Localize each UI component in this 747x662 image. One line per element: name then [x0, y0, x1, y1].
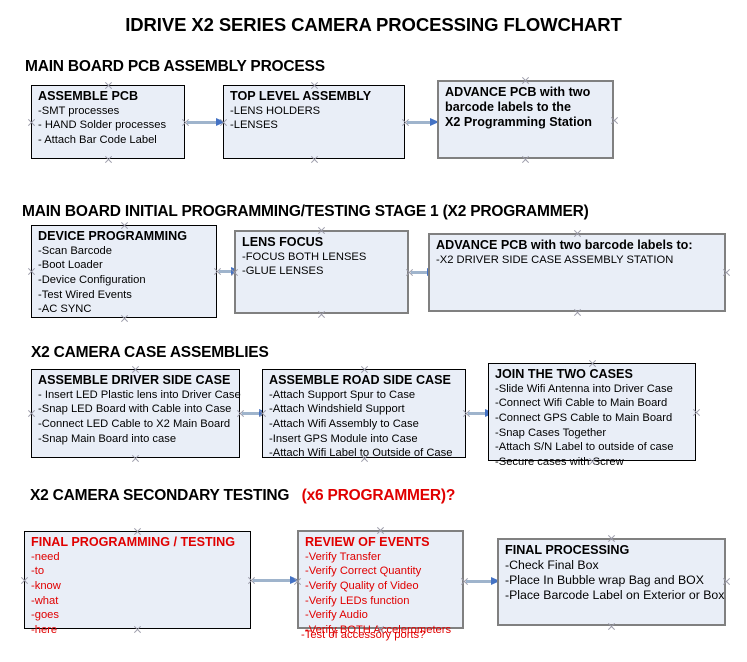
- node-assemble-pcb[interactable]: ASSEMBLE PCB -SMT processes - HAND Solde…: [31, 85, 185, 159]
- node-line: -Attach Wifi Label to Outside of Case: [269, 447, 453, 460]
- node-line: -Slide Wifi Antenna into Driver Case: [495, 382, 673, 395]
- section-heading-1-text: MAIN BOARD PCB ASSEMBLY PROCESS: [25, 58, 325, 75]
- node-line: X2 Programming Station: [445, 114, 592, 129]
- node-line: -Secure cases with Screw: [495, 455, 624, 468]
- node-title: TOP LEVEL ASSEMBLY: [230, 89, 372, 103]
- node-top-level-assembly[interactable]: TOP LEVEL ASSEMBLY -LENS HOLDERS -LENSES: [223, 85, 405, 159]
- node-line: -Boot Loader: [38, 259, 103, 272]
- node-line: -Snap Cases Together: [495, 426, 607, 439]
- node-line: -Insert GPS Module into Case: [269, 432, 418, 445]
- node-title: FINAL PROCESSING: [505, 543, 630, 557]
- node-line: -Snap LED Board with Cable into Case: [38, 403, 232, 416]
- node-join-the-two-cases[interactable]: JOIN THE TWO CASES -Slide Wifi Antenna i…: [488, 363, 696, 468]
- section-heading-4-text: X2 CAMERA SECONDARY TESTING: [30, 487, 290, 504]
- arrow-4-1: [253, 575, 299, 584]
- arrow-2-2: [411, 267, 436, 276]
- node-body: -FOCUS BOTH LENSES -GLUE LENSES: [242, 250, 402, 279]
- node-assemble-road-side-case[interactable]: ASSEMBLE ROAD SIDE CASE -Attach Support …: [262, 369, 466, 461]
- node-title: ASSEMBLE DRIVER SIDE CASE: [38, 373, 231, 387]
- node-line: -X2 DRIVER SIDE CASE ASSEMBLY STATION: [436, 253, 674, 266]
- node-line: -Attach Windshield Support: [269, 403, 405, 416]
- node-line: -Verify Audio: [305, 609, 368, 622]
- node-line: -Place Barcode Label on Exterior or Box: [505, 587, 725, 602]
- node-line: -Verify LEDs function: [305, 594, 410, 607]
- node-title: LENS FOCUS: [242, 235, 324, 249]
- node-advance-pcb-case-assembly[interactable]: ADVANCE PCB with two barcode labels to: …: [428, 233, 726, 312]
- node-device-programming[interactable]: DEVICE PROGRAMMING -Scan Barcode -Boot L…: [31, 225, 217, 318]
- node-line: -Device Configuration: [38, 273, 146, 286]
- node-line: -to: [31, 565, 45, 578]
- section-heading-4: X2 CAMERA SECONDARY TESTING (x6 PROGRAMM…: [30, 487, 455, 505]
- node-line: -SMT processes: [38, 104, 120, 117]
- node-title: ADVANCE PCB with two: [445, 85, 591, 99]
- node-line: -GLUE LENSES: [242, 265, 324, 278]
- section-heading-3-text: X2 CAMERA CASE ASSEMBLIES: [31, 344, 269, 361]
- node-title: ASSEMBLE PCB: [38, 89, 139, 103]
- node-overflow-line: -Test of accessory ports?: [301, 629, 426, 641]
- node-line: -goes: [31, 609, 59, 622]
- node-line: -Place In Bubble wrap Bag and BOX: [505, 572, 704, 587]
- node-line: -LENS HOLDERS: [230, 104, 321, 117]
- page-title: IDRIVE X2 SERIES CAMERA PROCESSING FLOWC…: [125, 14, 622, 35]
- node-review-of-events[interactable]: REVIEW OF EVENTS -Verify Transfer -Verif…: [297, 530, 464, 636]
- arrow-4-2: [466, 576, 500, 585]
- node-line: -Attach S/N Label to outside of case: [495, 441, 674, 454]
- node-assemble-driver-side-case[interactable]: ASSEMBLE DRIVER SIDE CASE - Insert LED P…: [31, 369, 241, 458]
- node-line: -Verify Quality of Video: [305, 579, 419, 592]
- node-line: - Insert LED Plastic lens into Driver Ca…: [38, 388, 241, 401]
- node-title: ADVANCE PCB with two barcode labels to:: [436, 238, 693, 252]
- section-heading-2-text: MAIN BOARD INITIAL PROGRAMMING/TESTING S…: [22, 203, 589, 220]
- node-body: -Scan Barcode -Boot Loader -Device Confi…: [38, 244, 211, 317]
- node-body: - Insert LED Plastic lens into Driver Ca…: [38, 388, 241, 446]
- node-title: FINAL PROGRAMMING / TESTING: [31, 535, 236, 549]
- node-body: -LENS HOLDERS -LENSES: [230, 104, 399, 133]
- arrow-3-2: [468, 408, 494, 417]
- node-line: -need: [31, 550, 60, 563]
- node-title: ASSEMBLE ROAD SIDE CASE: [269, 373, 451, 387]
- node-line: -Connect GPS Cable to Main Board: [495, 411, 673, 424]
- node-line: -Connect Wifi Cable to Main Board: [495, 397, 668, 410]
- node-line: -FOCUS BOTH LENSES: [242, 250, 367, 263]
- node-line: -what: [31, 594, 59, 607]
- node-title: JOIN THE TWO CASES: [495, 367, 633, 381]
- node-body: -Slide Wifi Antenna into Driver Case -Co…: [495, 382, 690, 469]
- node-body: -need -to -know -what -goes -here: [31, 550, 245, 637]
- node-final-programming-testing[interactable]: FINAL PROGRAMMING / TESTING -need -to -k…: [24, 531, 251, 636]
- node-title: DEVICE PROGRAMMING: [38, 229, 188, 243]
- arrow-3-1: [242, 408, 268, 417]
- section-heading-1: MAIN BOARD PCB ASSEMBLY PROCESS: [25, 58, 325, 76]
- node-body: -Attach Support Spur to Case -Attach Win…: [269, 388, 460, 461]
- node-line: -LENSES: [230, 119, 278, 132]
- node-line: -know: [31, 579, 61, 592]
- node-title: REVIEW OF EVENTS: [305, 535, 430, 549]
- arrow-1-2: [407, 117, 439, 126]
- node-advance-pcb-programming-station[interactable]: ADVANCE PCB with two barcode labels to t…: [437, 80, 614, 159]
- section-heading-2: MAIN BOARD INITIAL PROGRAMMING/TESTING S…: [22, 203, 589, 221]
- node-body: -SMT processes - HAND Solder processes -…: [38, 104, 179, 148]
- node-line: -Verify BOTH Accelerometers: [305, 623, 452, 636]
- node-line: -Verify Transfer: [305, 550, 381, 563]
- node-lens-focus[interactable]: LENS FOCUS -FOCUS BOTH LENSES -GLUE LENS…: [234, 230, 409, 314]
- node-line: -Attach Support Spur to Case: [269, 388, 416, 401]
- section-heading-4-accent: (x6 PROGRAMMER)?: [301, 487, 456, 504]
- node-line: -Verify Correct Quantity: [305, 565, 422, 578]
- node-line: -Snap Main Board into case: [38, 432, 177, 445]
- node-line: -Attach Wifi Assembly to Case: [269, 417, 419, 430]
- node-final-processing[interactable]: FINAL PROCESSING -Check Final Box -Place…: [497, 538, 726, 626]
- node-line: - Attach Bar Code Label: [38, 133, 157, 146]
- section-heading-3: X2 CAMERA CASE ASSEMBLIES: [31, 344, 269, 362]
- node-body: -Verify Transfer -Verify Correct Quantit…: [305, 550, 457, 637]
- node-line: - HAND Solder processes: [38, 119, 167, 132]
- node-body: -Check Final Box -Place In Bubble wrap B…: [505, 557, 725, 603]
- node-line: -Connect LED Cable to X2 Main Board: [38, 417, 231, 430]
- arrow-2-1: [219, 266, 240, 275]
- node-line: -AC SYNC: [38, 303, 92, 316]
- node-line: -here: [31, 623, 58, 636]
- node-line: -Scan Barcode: [38, 244, 113, 257]
- arrow-1-1: [187, 117, 225, 126]
- node-line: barcode labels to the: [445, 99, 571, 114]
- node-line: -Check Final Box: [505, 557, 599, 572]
- node-body: -X2 DRIVER SIDE CASE ASSEMBLY STATION: [436, 253, 719, 268]
- node-line: -Test Wired Events: [38, 288, 132, 301]
